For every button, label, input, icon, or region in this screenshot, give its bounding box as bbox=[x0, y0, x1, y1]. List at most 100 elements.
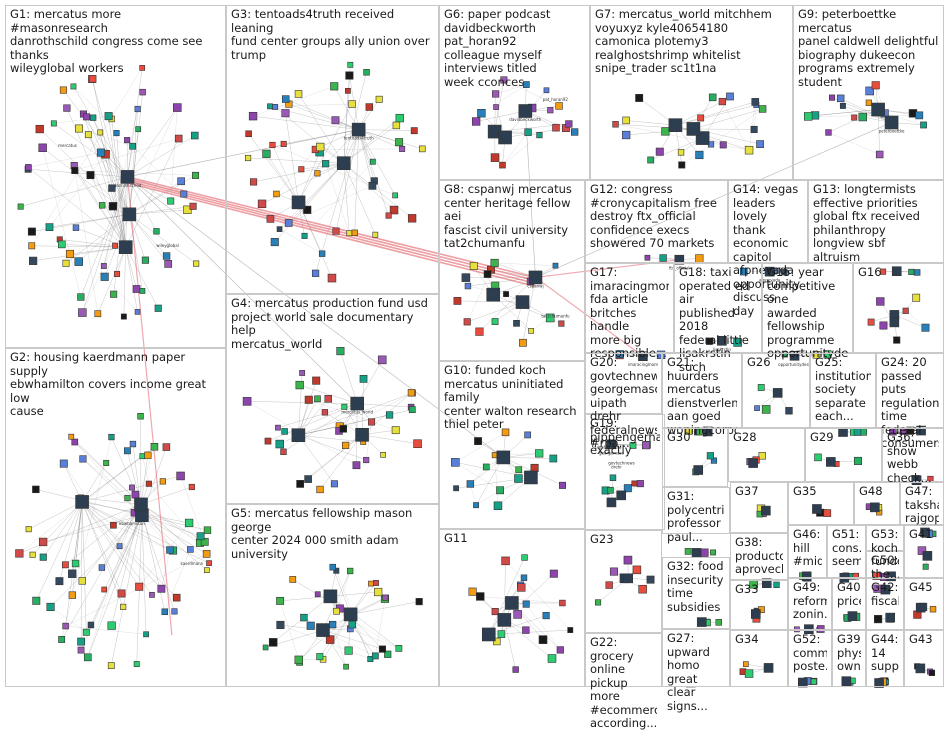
group-label-g9: G9: peterboettke mercatus panel caldwell… bbox=[798, 8, 939, 89]
group-cell-g5: G5: mercatus fellowship mason george cen… bbox=[226, 504, 439, 687]
group-label-g41: G41 bbox=[909, 528, 939, 542]
group-label-g34: G34 bbox=[735, 633, 783, 647]
group-label-g39: G39: physi... owne... bbox=[837, 633, 861, 674]
group-label-g53: G53: koch funde... bbox=[871, 528, 899, 569]
group-cell-g17: G17: imaracingmom fda article britches h… bbox=[585, 263, 674, 353]
group-cell-g12: G12: congress #cronycapitalism free dest… bbox=[585, 180, 728, 263]
group-cell-g7: G7: mercatus_world mitchhem voyuxyz kyle… bbox=[590, 5, 793, 180]
group-label-g3: G3: tentoads4truth received leaning fund… bbox=[231, 8, 434, 62]
group-label-g29: G29 bbox=[810, 431, 877, 445]
group-cell-g52: G52: comm... poste... bbox=[788, 630, 832, 687]
group-cell-g27: G27: upward homo great clear signs... bbox=[662, 629, 730, 687]
group-label-g5: G5: mercatus fellowship mason george cen… bbox=[231, 507, 434, 561]
group-cell-g49: G49: reform zonin... bbox=[788, 578, 832, 630]
group-cell-g15: G15: year competitive one awarded fellow… bbox=[762, 263, 853, 353]
group-cell-g6: G6: paper podcast davidbeckworth pat_hor… bbox=[439, 5, 590, 180]
group-label-g22: G22: grocery online pickup more #ecommer… bbox=[590, 636, 657, 731]
group-cell-g30: G30 bbox=[662, 428, 728, 487]
group-cell-g21: G21: huurders mercatus dienstverleni... … bbox=[662, 353, 742, 428]
group-label-g40: G40: prices bbox=[837, 581, 861, 608]
group-label-g43: G43 bbox=[909, 633, 939, 647]
group-label-g26: G26 bbox=[747, 356, 805, 370]
group-label-g13: G13: longtermists effective priorities g… bbox=[813, 183, 939, 264]
group-cell-g53: G53: koch funde... bbox=[866, 525, 904, 551]
group-label-g4: G4: mercatus production fund usd project… bbox=[231, 297, 434, 351]
group-cell-g37: G37 bbox=[730, 482, 788, 533]
group-cell-g44: G44: 14 suppo... bbox=[866, 630, 904, 687]
group-label-g35: G35 bbox=[793, 485, 849, 499]
group-cell-g10: G10: funded koch mercatus uninitiated fa… bbox=[439, 361, 585, 529]
group-label-g27: G27: upward homo great clear signs... bbox=[667, 632, 725, 713]
group-label-g28: G28 bbox=[733, 431, 800, 445]
group-label-g7: G7: mercatus_world mitchhem voyuxyz kyle… bbox=[595, 8, 788, 76]
group-label-g10: G10: funded koch mercatus uninitiated fa… bbox=[444, 364, 580, 432]
group-cell-g43: G43 bbox=[904, 630, 944, 687]
node bbox=[701, 549, 709, 557]
group-label-g38: G38: productos aprovech... bbox=[735, 536, 783, 577]
group-cell-g16: G16 bbox=[853, 263, 944, 353]
group-label-g12: G12: congress #cronycapitalism free dest… bbox=[590, 183, 723, 251]
group-cell-g11: G11 bbox=[439, 529, 585, 687]
group-cell-g39: G39: physi... owne... bbox=[832, 630, 866, 687]
group-label-g1: G1: mercatus more #masonresearch danroth… bbox=[10, 8, 221, 76]
group-cell-g4: G4: mercatus production fund usd project… bbox=[226, 294, 439, 504]
group-cell-g42: G42: fiscal bbox=[866, 578, 904, 630]
group-cell-g32: G32: food insecurity time subsidies bbox=[662, 557, 730, 629]
group-cell-g51: G51: cons... seem bbox=[827, 525, 866, 578]
group-cell-g13: G13: longtermists effective priorities g… bbox=[808, 180, 944, 263]
group-cell-g35: G35 bbox=[788, 482, 854, 525]
group-label-g30: G30 bbox=[667, 431, 723, 445]
group-cell-g9: G9: peterboettke mercatus panel caldwell… bbox=[793, 5, 944, 180]
group-label-g6: G6: paper podcast davidbeckworth pat_hor… bbox=[444, 8, 585, 89]
group-cell-g14: G14: vegas leaders lovely thank economic… bbox=[728, 180, 808, 263]
group-label-g36: G36: show webb check... bbox=[887, 431, 939, 485]
group-cell-g3: G3: tentoads4truth received leaning fund… bbox=[226, 5, 439, 294]
group-label-g2: G2: housing kaerdmann paper supply ebwha… bbox=[10, 351, 221, 419]
group-cell-g2: G2: housing kaerdmann paper supply ebwha… bbox=[5, 348, 226, 687]
group-label-g31: G31: polycentric professor paul... bbox=[667, 490, 725, 544]
group-label-g44: G44: 14 suppo... bbox=[871, 633, 899, 674]
group-label-g33: G33 bbox=[735, 583, 783, 597]
group-cell-g28: G28 bbox=[728, 428, 805, 482]
group-label-g52: G52: comm... poste... bbox=[793, 633, 827, 674]
group-cell-g29: G29 bbox=[805, 428, 882, 482]
group-cell-g45: G45 bbox=[904, 578, 944, 630]
group-cell-g26: G26 bbox=[742, 353, 810, 428]
group-cell-g34: G34 bbox=[730, 630, 788, 687]
group-cell-g41: G41 bbox=[904, 525, 944, 578]
group-label-g16: G16 bbox=[858, 266, 939, 280]
group-label-g46: G46: hill #mid... bbox=[793, 528, 822, 569]
group-cell-g18: G18: taxi operated ed air published 2018… bbox=[674, 263, 762, 353]
group-label-g20: G20: govtechnews georgemaso... uipath dr… bbox=[590, 356, 657, 451]
group-cell-g40: G40: prices bbox=[832, 578, 866, 630]
group-label-g21: G21: huurders mercatus dienstverleni... … bbox=[667, 356, 737, 437]
group-label-g42: G42: fiscal bbox=[871, 581, 899, 608]
node bbox=[685, 548, 691, 554]
group-cell-g23: G23 bbox=[585, 530, 662, 633]
node bbox=[710, 550, 715, 555]
group-label-g23: G23 bbox=[590, 533, 657, 547]
group-label-g45: G45 bbox=[909, 581, 939, 595]
group-cell-g20: G20: govtechnews georgemaso... uipath dr… bbox=[585, 353, 662, 414]
group-label-g11: G11 bbox=[444, 532, 580, 546]
group-cell-g24: G24: 20 passed puts regulations time fed… bbox=[876, 353, 944, 428]
group-label-g37: G37 bbox=[735, 485, 783, 499]
group-cell-g33: G33 bbox=[730, 580, 788, 630]
group-cell-g36: G36: show webb check... bbox=[882, 428, 944, 482]
group-label-g51: G51: cons... seem bbox=[832, 528, 861, 569]
group-cell-g47: G47: taksha... rajgop... bbox=[900, 482, 944, 525]
group-label-g32: G32: food insecurity time subsidies bbox=[667, 560, 725, 614]
group-cell-g1: G1: mercatus more #masonresearch danroth… bbox=[5, 5, 226, 348]
group-label-g49: G49: reform zonin... bbox=[793, 581, 827, 622]
group-cell-g46: G46: hill #mid... bbox=[788, 525, 827, 578]
group-label-g15: G15: year competitive one awarded fellow… bbox=[767, 266, 848, 361]
group-cell-g8: G8: cspanwj mercatus center heritage fel… bbox=[439, 180, 585, 361]
group-cell-g31: G31: polycentric professor paul... bbox=[662, 487, 730, 534]
group-label-g8: G8: cspanwj mercatus center heritage fel… bbox=[444, 183, 580, 251]
group-cell-g48: G48 bbox=[854, 482, 900, 525]
group-label-g47: G47: taksha... rajgop... bbox=[905, 485, 939, 526]
group-label-g48: G48 bbox=[859, 485, 895, 499]
group-label-g17: G17: imaracingmom fda article britches h… bbox=[590, 266, 669, 361]
